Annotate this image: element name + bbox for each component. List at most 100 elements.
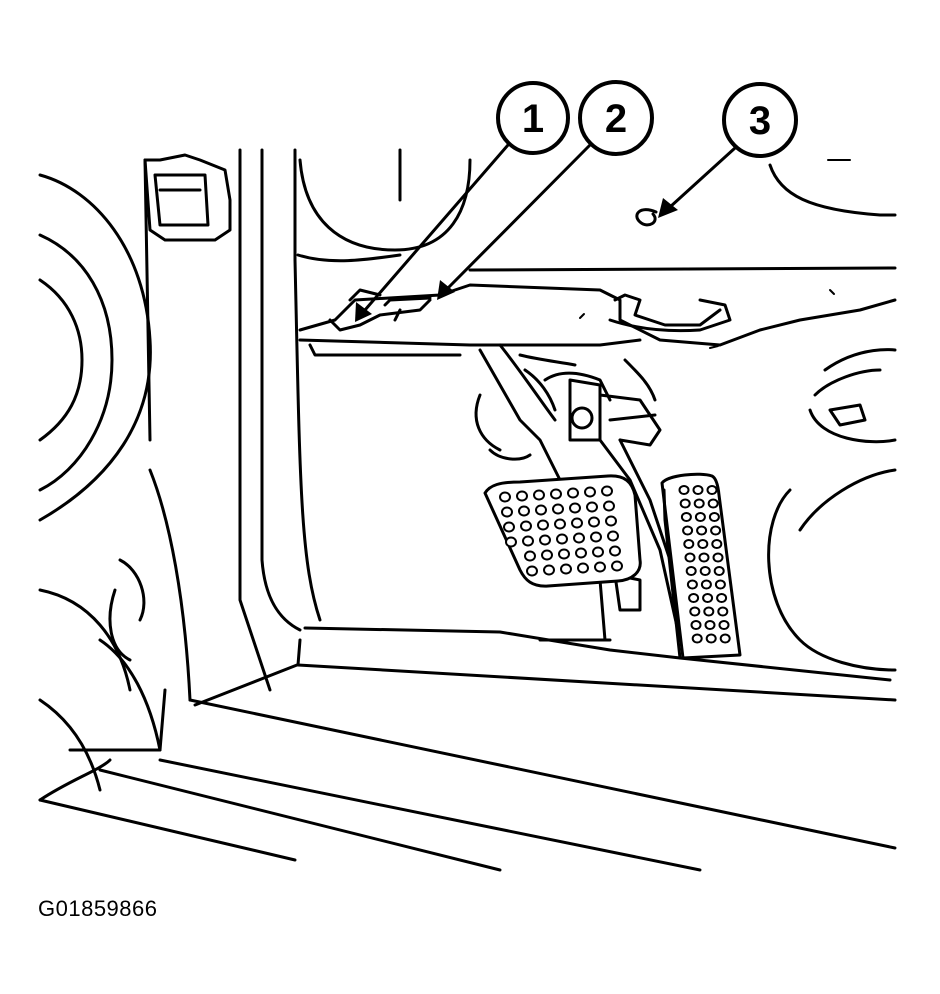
tread-hole [679, 498, 691, 509]
tread-hole [505, 536, 517, 548]
tread-hole [678, 485, 690, 495]
tread-hole [518, 505, 530, 517]
tread-hole [689, 606, 701, 617]
tread-hole [535, 504, 547, 516]
tread-hole [699, 566, 711, 576]
tread-hole [609, 545, 621, 557]
tread-hole [718, 620, 730, 630]
tread-hole [567, 487, 579, 499]
callout-2-arrowhead [437, 280, 455, 300]
callout-1: 1 [496, 81, 570, 155]
tread-hole [592, 546, 604, 558]
callout-leaders [355, 143, 737, 322]
tread-hole [552, 503, 564, 515]
tread-hole [501, 506, 513, 518]
tread-hole [690, 620, 702, 630]
door-panel [38, 173, 192, 802]
tread-hole [714, 579, 726, 590]
tread-hole [686, 579, 698, 590]
tread-hole [702, 593, 714, 603]
tread-hole [698, 552, 710, 563]
tread-hole [607, 530, 619, 542]
tread-hole [499, 491, 511, 503]
tread-hole [682, 525, 694, 536]
callout-2: 2 [578, 80, 654, 156]
tread-hole [717, 606, 729, 617]
callout-3-label: 3 [749, 99, 771, 143]
tread-hole [694, 512, 706, 522]
tread-hole [711, 539, 723, 549]
tread-hole [584, 486, 596, 498]
callout-2-label: 2 [605, 97, 627, 141]
tread-hole [556, 533, 568, 545]
callout-1-label: 1 [522, 97, 544, 141]
tread-hole [688, 593, 700, 603]
tread-hole [601, 485, 613, 497]
tread-hole [533, 489, 545, 501]
tread-hole [611, 560, 623, 572]
floor [38, 626, 897, 872]
tread-hole [524, 550, 536, 562]
tread-hole [692, 485, 704, 495]
tread-hole [684, 552, 696, 563]
tread-hole [680, 512, 692, 522]
tread-hole [707, 498, 719, 509]
tread-hole [697, 539, 709, 549]
under-dash-panel [298, 283, 897, 357]
tread-hole [603, 500, 615, 512]
tread-hole [571, 517, 583, 529]
tread-hole [516, 490, 528, 502]
tread-hole [526, 565, 538, 577]
tread-hole [543, 564, 555, 576]
tread-hole [691, 633, 703, 644]
dash-upper [296, 148, 897, 272]
steering-column [767, 348, 897, 672]
accelerator-pedal [660, 472, 742, 660]
callout-3: 3 [722, 82, 798, 158]
tread-hole [541, 549, 553, 561]
tread-hole [575, 547, 587, 559]
tread-hole [708, 512, 720, 522]
tread-hole [700, 579, 712, 590]
tread-hole [710, 525, 722, 536]
a-pillar [143, 148, 322, 692]
callout-1-leader [363, 143, 510, 312]
brake-pedal-tread [499, 485, 623, 577]
tread-hole [594, 561, 606, 573]
tread-hole [569, 502, 581, 514]
tread-hole [703, 606, 715, 617]
figure-id: G01859866 [38, 896, 158, 921]
callout-3-hook [635, 208, 658, 227]
tread-hole [522, 535, 534, 547]
tread-hole [693, 498, 705, 509]
tread-hole [706, 485, 718, 495]
tread-hole [573, 532, 585, 544]
tread-hole [554, 518, 566, 530]
tread-hole [696, 525, 708, 536]
callout-1-arrowhead [355, 302, 372, 322]
pedal-linkage [474, 343, 682, 642]
tread-hole [520, 520, 532, 532]
tread-hole [705, 633, 717, 644]
tread-hole [560, 563, 572, 575]
tread-hole [712, 552, 724, 563]
tread-hole [605, 515, 617, 527]
accelerator-pedal-tread [678, 485, 731, 644]
callout-3-arrowhead [658, 198, 678, 218]
tread-hole [588, 516, 600, 528]
callout-2-leader [446, 143, 592, 290]
callout-3-leader [668, 146, 737, 209]
tread-hole [503, 521, 515, 533]
tread-hole [719, 633, 731, 644]
tread-hole [716, 593, 728, 603]
brake-pedal [483, 474, 642, 588]
tread-hole [590, 531, 602, 543]
tread-hole [704, 620, 716, 630]
tread-hole [713, 566, 725, 576]
tread-hole [558, 548, 570, 560]
tread-hole [683, 539, 695, 549]
tread-hole [685, 566, 697, 576]
tread-hole [537, 519, 549, 531]
tread-hole [577, 562, 589, 574]
